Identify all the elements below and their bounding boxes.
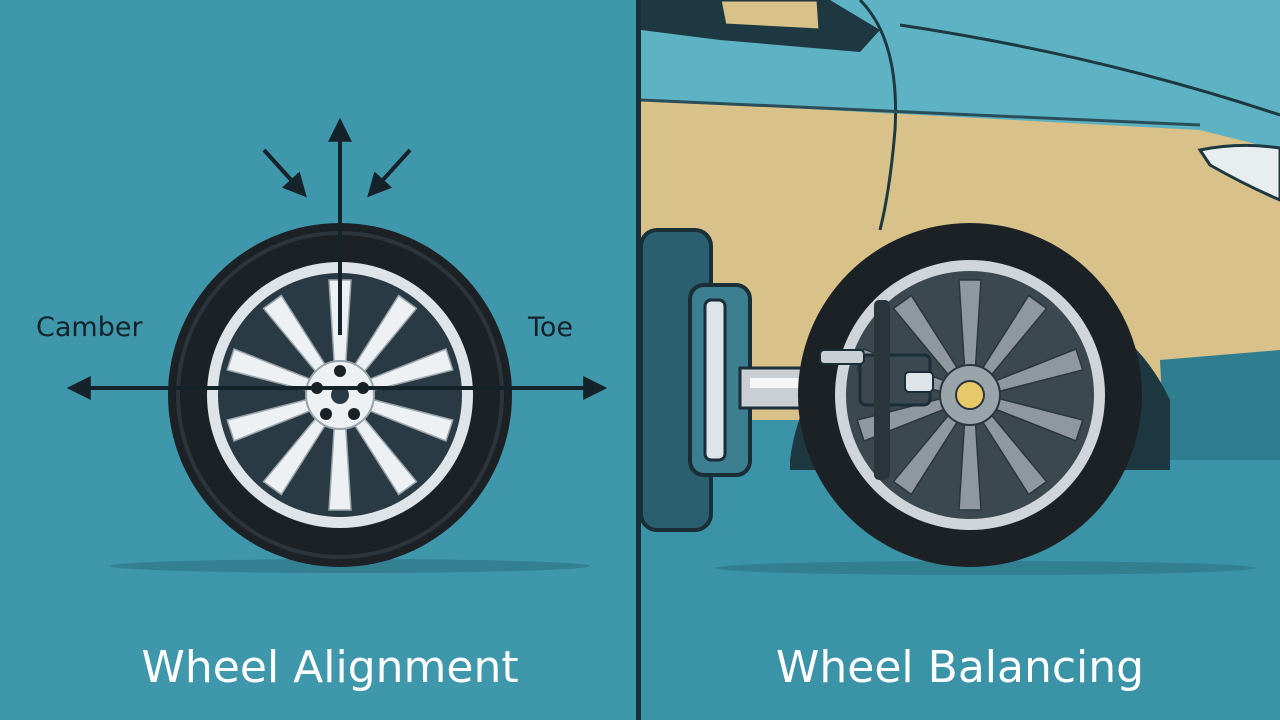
alignment-rim-spokes bbox=[226, 279, 454, 511]
toe-label: Toe bbox=[528, 312, 574, 343]
balancing-clamp-arm bbox=[819, 300, 934, 480]
wheel-alignment-title: Wheel Alignment bbox=[141, 642, 519, 693]
camber-label: Camber bbox=[36, 312, 143, 343]
balancing-ground-shadow bbox=[715, 561, 1255, 575]
wheel-balancing-title: Wheel Balancing bbox=[775, 642, 1145, 693]
direction-arrows-icon bbox=[66, 117, 608, 400]
panel-divider bbox=[636, 0, 641, 720]
balancing-wheel-icon bbox=[798, 223, 1142, 567]
